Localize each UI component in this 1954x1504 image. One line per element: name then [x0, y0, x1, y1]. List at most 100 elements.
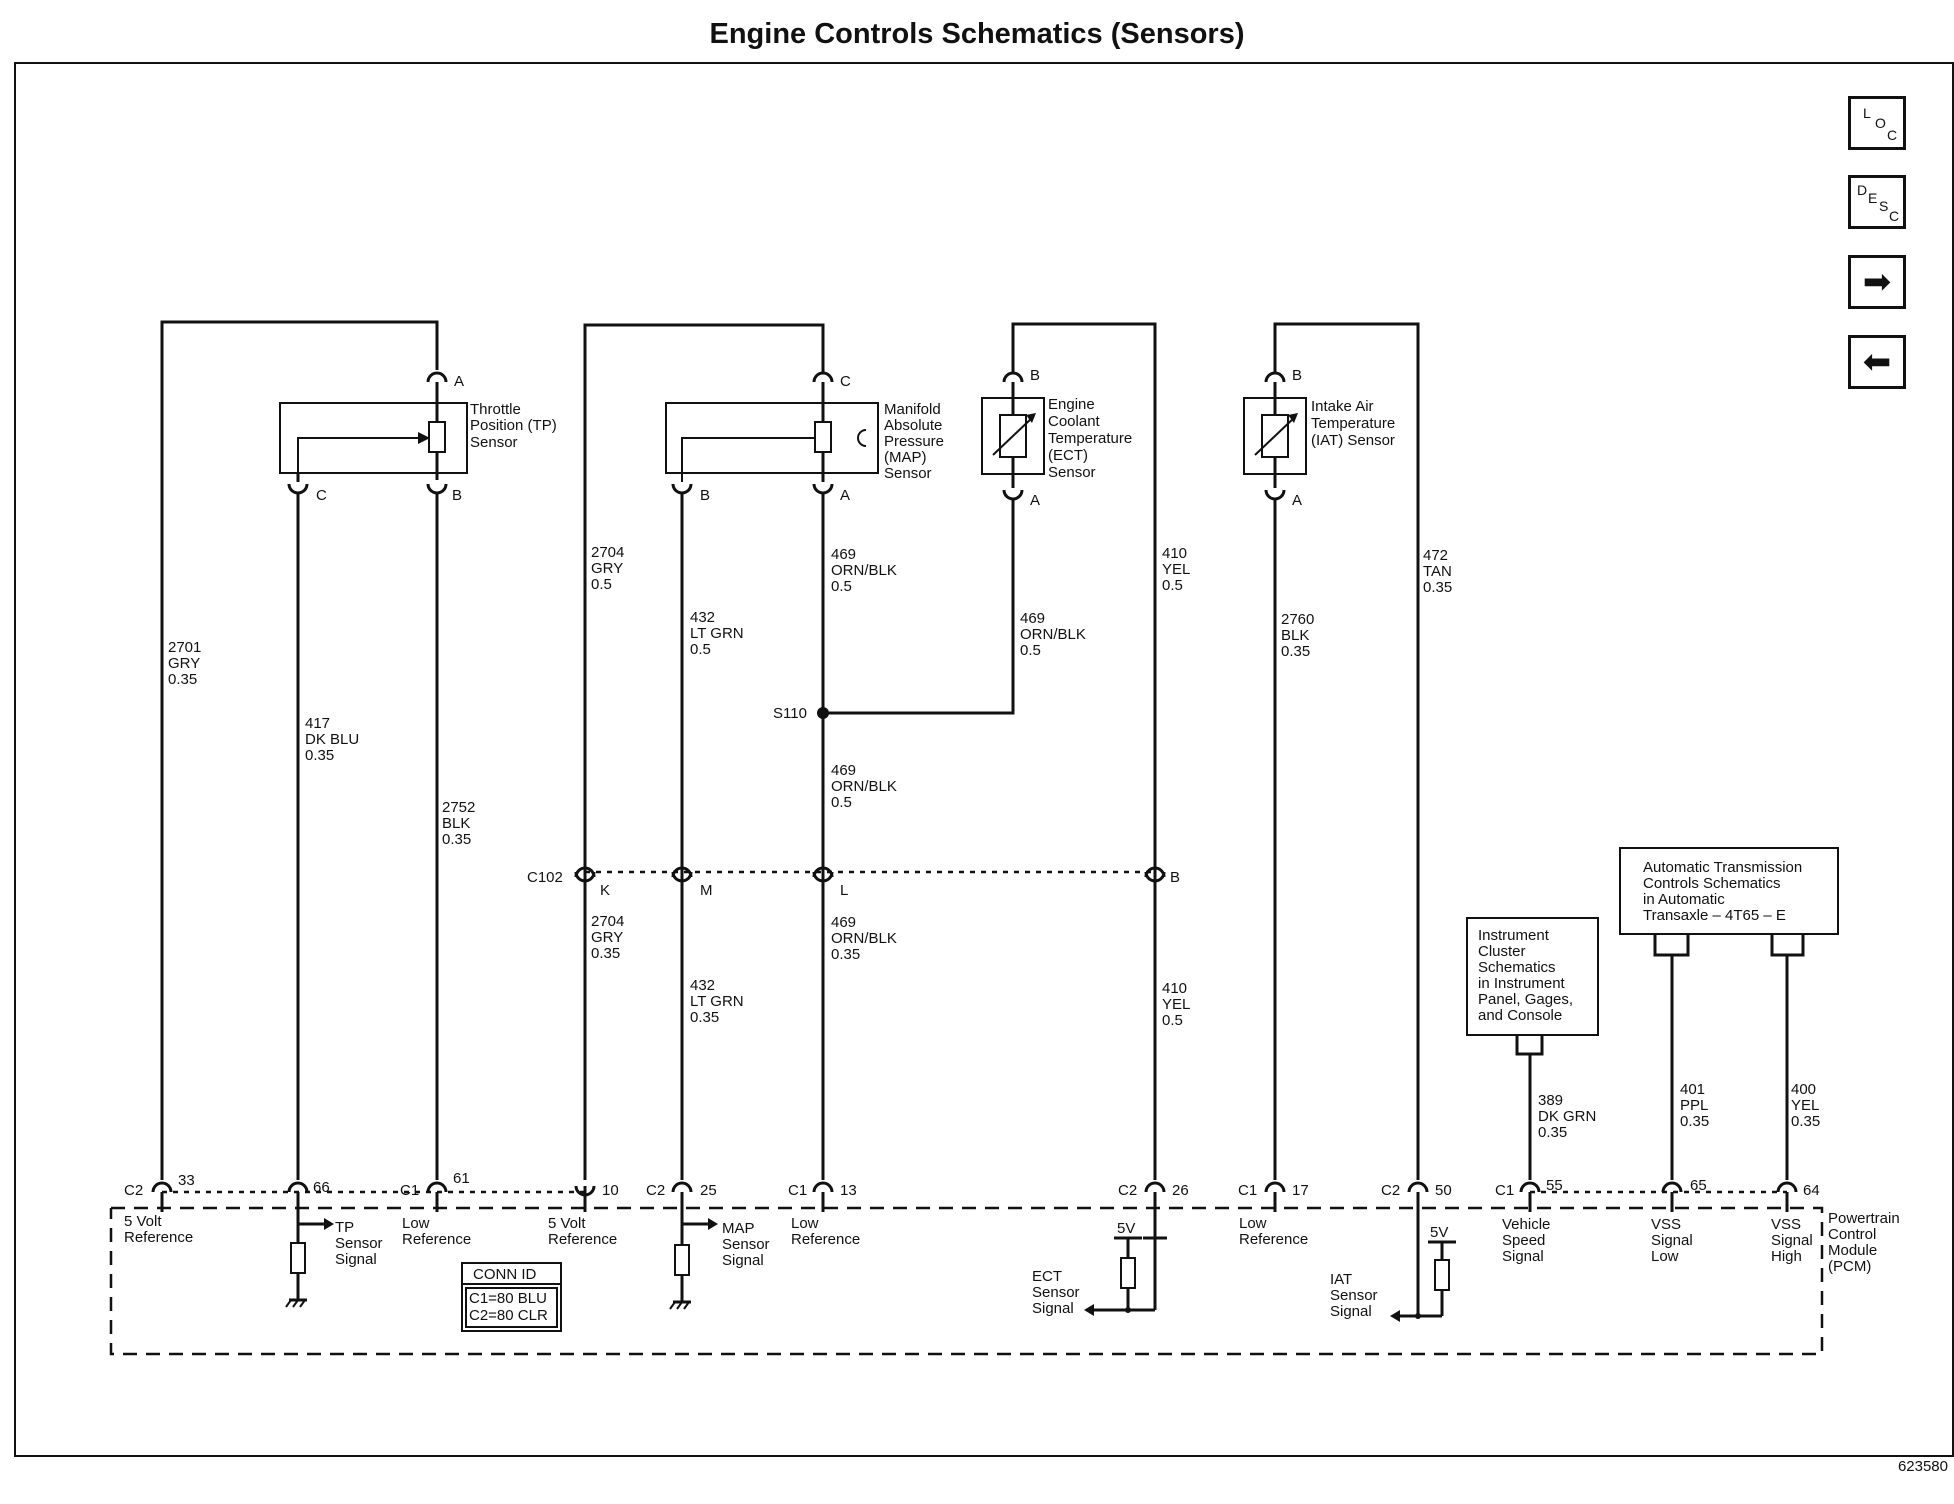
desc-letter: S — [1879, 198, 1889, 214]
svg-text:Low: Low — [791, 1215, 819, 1232]
svg-text:Speed: Speed — [1502, 1232, 1545, 1249]
svg-text:Sensor: Sensor — [335, 1235, 383, 1252]
map-label: Absolute — [884, 417, 942, 434]
svg-text:5 Volt: 5 Volt — [124, 1213, 162, 1230]
arrow-right-icon: ➡ — [1862, 263, 1892, 301]
tp-sensor — [279, 371, 468, 495]
svg-text:ORN/BLK: ORN/BLK — [831, 562, 897, 579]
svg-text:BLK: BLK — [442, 815, 470, 832]
c102-label: C102 — [527, 869, 563, 886]
svg-text:TP: TP — [335, 1219, 354, 1236]
svg-text:PPL: PPL — [1680, 1097, 1708, 1114]
svg-text:0.5: 0.5 — [1162, 577, 1183, 594]
svg-text:MAP: MAP — [722, 1220, 755, 1237]
svg-text:Controls Schematics: Controls Schematics — [1643, 875, 1781, 892]
tp-pin-c: C — [316, 487, 327, 504]
svg-text:Sensor: Sensor — [1330, 1287, 1378, 1304]
prev-button[interactable]: ⬅ — [1848, 335, 1906, 389]
wire-469-ect — [823, 498, 1015, 715]
pin-c1: C1 — [788, 1182, 807, 1199]
iat-pin-a: A — [1292, 492, 1302, 509]
svg-text:0.35: 0.35 — [831, 946, 860, 963]
desc-letter: E — [1868, 190, 1878, 206]
svg-text:2701: 2701 — [168, 639, 201, 656]
c102-pin-b: B — [1170, 869, 1180, 886]
pin-61: 61 — [453, 1170, 470, 1187]
tp-label: Throttle — [470, 401, 521, 418]
svg-text:Panel, Gages,: Panel, Gages, — [1478, 991, 1573, 1008]
svg-text:0.5: 0.5 — [690, 641, 711, 658]
pin-50: 50 — [1435, 1182, 1452, 1199]
c102-pin-k: K — [600, 882, 610, 899]
instrument-cluster-ref-box[interactable]: Instrument Cluster Schematics in Instrum… — [1466, 917, 1599, 1056]
svg-text:IAT: IAT — [1330, 1271, 1352, 1288]
page-title: Engine Controls Schematics (Sensors) — [709, 18, 1245, 50]
conn-id-box: CONN ID C1=80 BLU C2=80 CLR — [461, 1262, 562, 1332]
svg-text:in Instrument: in Instrument — [1478, 975, 1566, 992]
pin-c1: C1 — [1495, 1182, 1514, 1199]
iat-pin-b: B — [1292, 367, 1302, 384]
svg-text:Low: Low — [1651, 1248, 1679, 1265]
wire-410-loop — [1011, 322, 1157, 1180]
loc-button[interactable]: L O C — [1848, 96, 1906, 150]
svg-text:400: 400 — [1791, 1081, 1816, 1098]
pin-c1: C1 — [400, 1182, 419, 1199]
pin-c2: C2 — [1381, 1182, 1400, 1199]
svg-text:469: 469 — [831, 546, 856, 563]
svg-text:Reference: Reference — [1239, 1231, 1308, 1248]
desc-button[interactable]: D E S C — [1848, 175, 1906, 229]
pin-17: 17 — [1292, 1182, 1309, 1199]
svg-text:410: 410 — [1162, 980, 1187, 997]
svg-text:(PCM): (PCM) — [1828, 1258, 1871, 1275]
splice-s110-label: S110 — [773, 705, 807, 722]
next-button[interactable]: ➡ — [1848, 255, 1906, 309]
wire-472-loop — [1273, 322, 1420, 1180]
svg-text:432: 432 — [690, 609, 715, 626]
svg-text:0.5: 0.5 — [591, 576, 612, 593]
svg-text:Signal: Signal — [1771, 1232, 1813, 1249]
svg-text:0.35: 0.35 — [1791, 1113, 1820, 1130]
loc-letter: C — [1887, 127, 1898, 143]
pin-65: 65 — [1690, 1177, 1707, 1194]
figure-id: 623580 — [1897, 1458, 1948, 1475]
iat-label: (IAT) Sensor — [1311, 432, 1395, 449]
map-sensor — [665, 371, 879, 495]
svg-text:0.5: 0.5 — [1020, 642, 1041, 659]
svg-text:Automatic Transmission: Automatic Transmission — [1643, 859, 1802, 876]
svg-text:CONN ID: CONN ID — [473, 1266, 537, 1283]
svg-text:432: 432 — [690, 977, 715, 994]
svg-text:0.35: 0.35 — [591, 945, 620, 962]
svg-text:VSS: VSS — [1771, 1216, 1801, 1233]
svg-text:Reference: Reference — [791, 1231, 860, 1248]
map-label: Sensor — [884, 465, 932, 482]
svg-text:0.5: 0.5 — [831, 578, 852, 595]
pin-25: 25 — [700, 1182, 717, 1199]
svg-text:Signal: Signal — [335, 1251, 377, 1268]
tp-label: Position (TP) — [470, 417, 557, 434]
svg-text:ORN/BLK: ORN/BLK — [831, 930, 897, 947]
map-pin-a: A — [840, 487, 850, 504]
map-label: (MAP) — [884, 449, 927, 466]
svg-text:0.35: 0.35 — [305, 747, 334, 764]
ect-5v: 5V — [1117, 1220, 1135, 1237]
auto-trans-ref-box[interactable]: Automatic Transmission Controls Schemati… — [1619, 847, 1839, 957]
svg-text:LT GRN: LT GRN — [690, 993, 744, 1010]
svg-text:Schematics: Schematics — [1478, 959, 1556, 976]
arrow-left-icon: ⬅ — [1862, 343, 1892, 381]
svg-text:2752: 2752 — [442, 799, 475, 816]
svg-text:0.35: 0.35 — [1423, 579, 1452, 596]
c102-pin-m: M — [700, 882, 713, 899]
